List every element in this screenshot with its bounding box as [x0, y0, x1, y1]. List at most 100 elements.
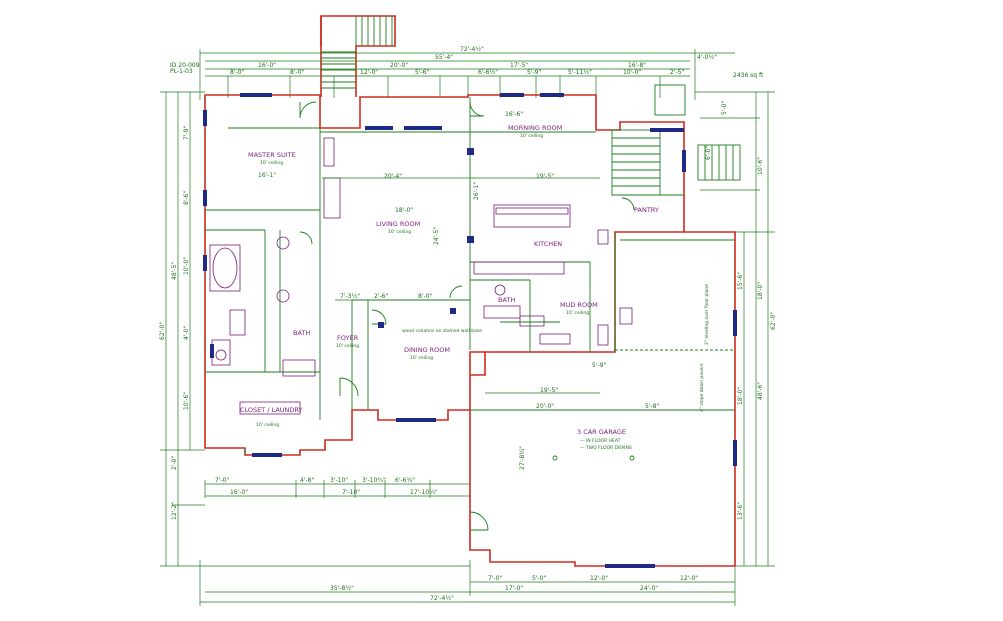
room-master-suite: MASTER SUITE: [248, 151, 296, 159]
dim-master-width: 16'-1": [258, 172, 276, 179]
garage-note-drains: — TWO FLOOR DRAINS: [580, 445, 632, 451]
note-garage-left: 4" slope down pavers: [699, 363, 705, 412]
dim-top-row4-9: 2'-5": [670, 69, 684, 76]
dim-bottom-left: 35'-8½": [330, 585, 354, 592]
drawing-code-1: ID 20-009: [170, 62, 200, 69]
room-living-room: LIVING ROOM: [376, 220, 420, 228]
dim-left-5: 10'-6": [183, 392, 190, 410]
dim-right-1: 5'-0": [721, 101, 728, 115]
interior-stair: [611, 84, 741, 196]
dim-living-width: 20'-4": [384, 173, 402, 180]
room-dining-room: DINING ROOM: [404, 346, 450, 354]
dim-bottom-garage-total-2: 24'-0": [640, 585, 658, 592]
dim-garage-sub-3: 5'-8": [645, 403, 659, 410]
room-foyer: FOYER: [337, 334, 359, 342]
dim-bottom1-5: 6'-6¾": [395, 477, 415, 484]
room-foyer-ceiling: 10' ceiling: [336, 343, 359, 349]
right-dimensions: 62'-0" 48'-6" 5'-0" 6'-0" 10'-6" 15'-6" …: [695, 91, 777, 567]
bottom-dimensions: 7'-0" 4'-8" 3'-10" 3'-10¾" 6'-6¾" 16'-0"…: [199, 477, 736, 606]
room-bath-master: BATH: [293, 329, 310, 337]
room-mud-room: MUD ROOM: [560, 301, 598, 309]
dim-right-4: 15'-6": [737, 272, 744, 290]
dim-bottom1-2: 4'-8": [300, 477, 314, 484]
dim-top-row3-4: 16'-8": [628, 62, 646, 69]
dim-right-total1: 48'-6": [757, 382, 764, 400]
note-garage-right: 2" leveling over floor plane: [704, 284, 710, 345]
dim-bottom-total: 72'-4½": [430, 595, 454, 602]
dim-right-5: 18'-0": [737, 387, 744, 405]
dim-garage-sub-2: 5'-9": [592, 362, 606, 369]
dim-living-mid: 18'-0": [395, 207, 413, 214]
dim-top-row4-5: 6'-6½": [478, 69, 498, 76]
dim-left-6: 12'-2": [171, 502, 178, 520]
dim-top-row4-3: 12'-0": [360, 69, 378, 76]
dim-bottom-garage-3: 12'-0": [590, 575, 608, 582]
dim-left-2: 8'-6": [183, 191, 190, 205]
dim-bottom2-3: 17'-10¼": [410, 489, 438, 496]
room-bath-main: BATH: [498, 296, 515, 304]
dim-bottom1-3: 3'-10": [330, 477, 348, 484]
dim-garage-width: 20'-0": [536, 403, 554, 410]
doors: [299, 101, 635, 531]
dim-mid-3: 8'-0": [418, 293, 432, 300]
dim-top-overall: 72'-4½": [460, 46, 484, 53]
floor-drain-2: [629, 455, 635, 461]
dim-mid-2: 2'-6": [374, 293, 388, 300]
dim-kitchen-width: 19'-5": [536, 173, 554, 180]
dim-left-7: 2'-0": [171, 456, 178, 470]
dim-top-row4-2: 8'-0": [290, 69, 304, 76]
dim-top-row4-7: 5'-11½": [568, 69, 592, 76]
dim-left-3: 10'-0": [183, 257, 190, 275]
dim-top-row4-1: 8'-0": [230, 69, 244, 76]
dim-left-total1: 48'-5": [171, 262, 178, 280]
dim-top-row4-8: 10'-0": [623, 69, 641, 76]
dim-kitchen-depth: 26'-1": [473, 182, 480, 200]
dim-garage-sub-1: 19'-5": [540, 387, 558, 394]
dim-left-4: 4'-0": [183, 326, 190, 340]
room-morning-room-ceiling: 10' ceiling: [520, 133, 543, 139]
dim-right-total2: 62'-0": [770, 312, 777, 330]
left-dimensions: 62'-0" 48'-5" 7'-9" 8'-6" 10'-0" 4'-0" 1…: [159, 91, 470, 567]
dim-left-1: 7'-9": [183, 126, 190, 140]
dim-top-row3-2: 20'-0": [390, 62, 408, 69]
room-pantry: PANTRY: [634, 206, 659, 214]
room-closet-laundry: CLOSET / LAUNDRY: [240, 406, 303, 414]
room-garage: 3 CAR GARAGE: [577, 428, 626, 436]
dim-top-row3-1: 16'-0": [258, 62, 276, 69]
floor-drain-1: [552, 455, 558, 461]
dim-bottom1-1: 7'-0": [215, 477, 229, 484]
dim-top-row2: 55'-4": [435, 54, 453, 61]
dim-bottom-garage-4: 12'-0": [680, 575, 698, 582]
dim-bottom-garage-total-1: 17'-0": [505, 585, 523, 592]
room-kitchen: KITCHEN: [534, 240, 562, 248]
dim-mid-1: 7'-3½": [340, 293, 360, 300]
area-label: 2436 sq ft: [733, 72, 764, 79]
dim-bottom-garage-2: 5'-0": [532, 575, 546, 582]
dim-morning-width: 16'-6": [505, 111, 523, 118]
dim-top-row3-3: 17'-5": [510, 62, 528, 69]
note-dining-columns: wood columns on stained wall base: [402, 328, 482, 334]
dim-living-depth: 24'-5": [433, 227, 440, 245]
top-dimensions: 72'-4½" 4'-0½" 55'-4" 16'-0" 20'-0" 17'-…: [199, 46, 735, 100]
dim-left-total2: 62'-0": [159, 322, 166, 340]
room-mud-room-ceiling: 10' ceiling: [566, 310, 589, 316]
garage-note-heat: — IN FLOOR HEAT: [580, 438, 621, 444]
dim-top-row4-6: 5'-9": [527, 69, 541, 76]
room-dining-room-ceiling: 10' ceiling: [410, 355, 433, 361]
exterior-stair: [320, 15, 396, 97]
windows: [203, 93, 737, 568]
dim-bottom2-2: 7'-10": [342, 489, 360, 496]
drawing-code-2: PL-1-03: [170, 68, 193, 75]
dim-bottom2-1: 16'-0": [230, 489, 248, 496]
dim-top-row4-4: 5'-6": [415, 69, 429, 76]
dim-right-7: 13'-6": [737, 502, 744, 520]
dim-bottom-garage-1: 7'-0": [488, 575, 502, 582]
dim-right-6: 18'-0": [757, 282, 764, 300]
dim-right-3: 10'-6": [757, 157, 764, 175]
room-morning-room: MORNING ROOM: [508, 124, 562, 132]
fixtures: [209, 137, 633, 415]
room-master-suite-ceiling: 10' ceiling: [260, 160, 283, 166]
dim-bottom1-4: 3'-10¾": [362, 477, 386, 484]
room-closet-laundry-ceiling: 10' ceiling: [256, 422, 279, 428]
